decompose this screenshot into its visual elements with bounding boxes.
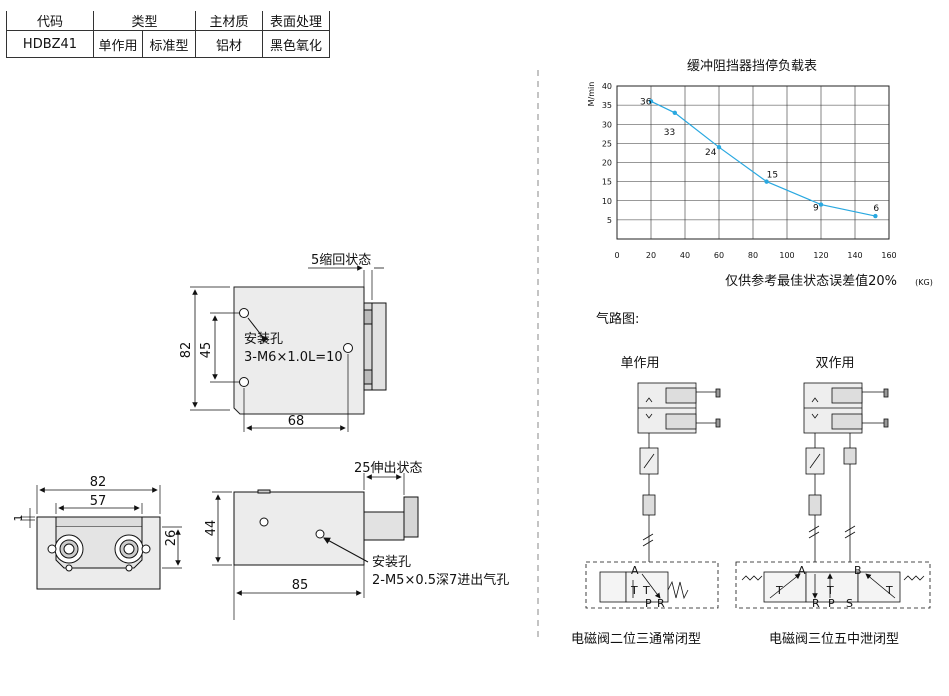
chart-xtick-label: 60 (714, 251, 724, 260)
chart-ylabel: M/min (587, 82, 596, 107)
dim-68: 68 (288, 414, 305, 429)
top-hole-label: 安装孔 (244, 332, 283, 347)
chart-xtick-label: 80 (748, 251, 758, 260)
chart-data-label: 6 (873, 204, 879, 214)
chart-data-label: 24 (705, 148, 717, 158)
v1-port-t1: T (630, 584, 638, 597)
chart-ytick-label: 15 (602, 178, 612, 187)
chart-xtick-label: 40 (680, 251, 690, 260)
chart-point (764, 179, 769, 184)
v1-port-r: R (657, 597, 665, 610)
end-dim-82: 82 (90, 475, 107, 490)
v2-port-p: P (828, 597, 835, 610)
v2-port-t1: T (775, 584, 783, 597)
top-hole-spec: 3-M6×1.0L=10 (244, 350, 343, 365)
chart-xtick-label: 120 (813, 251, 828, 260)
header-material: 主材质 (195, 11, 263, 31)
end-dim-57: 57 (90, 494, 107, 509)
spec-table: 代码 类型 主材质 表面处理 HDBZ41 单作用 标准型 铝材 黑色氧化 (6, 11, 330, 58)
chart-xtick-label: 0 (614, 251, 619, 260)
chart-data-label: 33 (664, 128, 675, 138)
single-acting-label: 单作用 (620, 356, 659, 371)
chart-grid: 0 20 40 60 80 100 120 140 160 5 10 15 20 25 30 35 40 (602, 82, 897, 260)
cell-code: HDBZ41 (6, 30, 94, 58)
chart-series-line (650, 100, 876, 217)
v1-port-p: P (645, 597, 652, 610)
retracted-state-label: 5缩回状态 (311, 252, 371, 268)
spec-data-row: HDBZ41 单作用 标准型 铝材 黑色氧化 (6, 30, 330, 58)
chart-ytick-label: 35 (602, 101, 612, 110)
single-acting-circuit (585, 382, 721, 609)
chart-xtick-label: 160 (881, 251, 896, 260)
v2-port-t2: T (826, 584, 834, 597)
chart-ytick-label: 5 (607, 216, 612, 225)
chart-ytick-label: 40 (602, 82, 612, 91)
chart-xtick-label: 140 (847, 251, 862, 260)
cell-material: 铝材 (195, 30, 263, 58)
chart-series: 36 33 24 15 9 6 (640, 97, 879, 219)
dim-45: 45 (199, 342, 214, 359)
end-dim-1: 1 (12, 515, 25, 522)
chart-data-label: 36 (640, 97, 652, 107)
end-dim-26: 26 (164, 530, 179, 547)
cell-type-standard: 标准型 (142, 30, 196, 58)
cell-surface: 黑色氧化 (262, 30, 330, 58)
valve2-caption: 电磁阀三位五中泄闭型 (769, 632, 899, 647)
chart-point (818, 202, 824, 207)
chart-ytick-label: 30 (602, 120, 612, 129)
chart-point (873, 213, 878, 219)
chart-xtick-label: 100 (779, 251, 794, 260)
side-view-drawing (212, 473, 419, 620)
chart-title: 缓冲阻挡器挡停负载表 (687, 58, 817, 74)
top-view-drawing (190, 265, 387, 432)
side-hole-spec: 2-M5×0.5深7进出气孔 (372, 572, 509, 588)
chart-note-unit: (KG) (915, 278, 933, 287)
chart-data-label: 15 (767, 171, 778, 181)
double-acting-label: 双作用 (815, 356, 854, 371)
side-hole-label: 安装孔 (372, 555, 411, 570)
extended-state-label: 25伸出状态 (354, 461, 423, 476)
v2-port-b: B (854, 564, 862, 577)
v2-port-t3: T (885, 584, 893, 597)
cell-type-action: 单作用 (93, 30, 143, 58)
double-acting-circuit (735, 382, 931, 609)
chart-point (716, 145, 722, 150)
chart-point (672, 110, 677, 115)
pneumatic-heading: 气路图: (596, 311, 639, 327)
end-view-drawing (20, 485, 182, 590)
chart-ytick-label: 10 (602, 197, 612, 206)
chart-data-label: 9 (813, 204, 819, 214)
v2-port-r: R (812, 597, 820, 610)
v2-port-s: S (846, 597, 853, 610)
chart-ytick-label: 25 (602, 139, 612, 148)
side-dim-44: 44 (204, 520, 219, 537)
dim-82-vertical: 82 (179, 342, 194, 359)
v2-port-a: A (798, 564, 806, 577)
v1-port-t2: T (642, 584, 650, 597)
chart-ytick-label: 20 (602, 159, 612, 168)
chart-note: 仅供参考最佳状态误差值20% (725, 273, 897, 289)
valve1-caption: 电磁阀二位三通常闭型 (571, 632, 701, 647)
chart-point (648, 99, 654, 104)
chart-xtick-label: 20 (646, 251, 656, 260)
v1-port-a: A (631, 564, 639, 577)
side-dim-85: 85 (292, 578, 309, 593)
